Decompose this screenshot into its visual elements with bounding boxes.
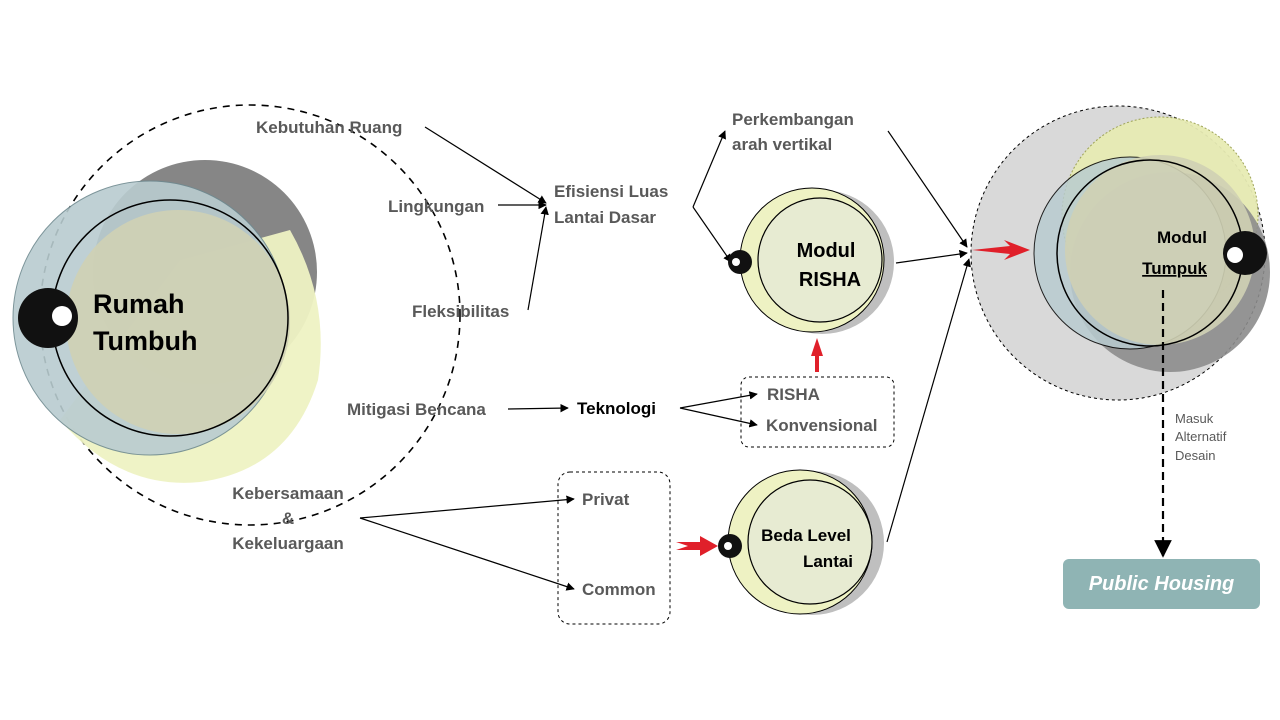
- label-kebersamaan: Kebersamaan: [232, 484, 344, 503]
- modul-risha-inner-circle: [757, 197, 883, 323]
- rumah-tumbuh-eye-outer: [18, 288, 78, 348]
- beda-level-title-line1: Beda Level: [761, 526, 851, 545]
- label-perkembangan-line1: Perkembangan: [732, 110, 854, 129]
- rumah-tumbuh-title-line1: Rumah: [93, 289, 185, 319]
- red-arrow-risha-up: [811, 338, 823, 372]
- arrow-teknologi-to-risha: [679, 391, 758, 409]
- tech-options-box: [740, 376, 895, 448]
- note-line1: Masuk: [1175, 411, 1214, 426]
- space-option-common: Common: [582, 580, 656, 599]
- label-mitigasi-bencana: Mitigasi Bencana: [347, 400, 486, 419]
- label-efisiensi-line2: Lantai Dasar: [554, 208, 656, 227]
- arrow-perkembangan-to-tumpuk: [887, 130, 968, 248]
- note-line3: Desain: [1175, 448, 1215, 463]
- rumah-tumbuh-eye-inner: [52, 306, 72, 326]
- rumah-tumbuh-title-line2: Tumbuh: [93, 326, 197, 356]
- beda-level-eye-inner: [724, 542, 732, 550]
- beda-level-inner-circle: [747, 479, 873, 605]
- arrow-kebutuhan-to-efisiensi: [424, 126, 547, 204]
- rumah-tumbuh-cluster: Rumah Tumbuh: [12, 104, 461, 526]
- label-kekeluargaan: Kekeluargaan: [232, 534, 344, 553]
- modul-tumpuk-eye-outer: [1223, 231, 1267, 275]
- modul-tumpuk-eye-inner: [1227, 247, 1243, 263]
- modul-tumpuk-title-line1: Modul: [1157, 228, 1207, 247]
- arrow-mitigasi-to-teknologi: [507, 403, 569, 413]
- arrow-fleksibilitas-to-efisiensi: [527, 206, 549, 311]
- rumah-tumbuh-olive-circle: [66, 210, 290, 434]
- arrow-beda-level-to-tumpuk: [886, 258, 971, 543]
- space-option-privat: Privat: [582, 490, 630, 509]
- modul-risha-title-line1: Modul: [797, 240, 856, 262]
- space-options-box: [557, 471, 671, 625]
- public-housing-box: Public Housing: [1063, 559, 1260, 609]
- tech-option-risha: RISHA: [767, 385, 820, 404]
- arrow-risha-to-tumpuk: [895, 249, 968, 264]
- arrow-kebersamaan-to-common: [359, 517, 575, 591]
- label-lingkungan: Lingkungan: [388, 197, 484, 216]
- modul-tumpuk-cluster: Modul Tumpuk: [970, 105, 1270, 401]
- arrow-teknologi-to-konvensional: [679, 407, 758, 428]
- beda-level-title-line2: Lantai: [803, 552, 853, 571]
- red-arrow-to-tumpuk: [972, 240, 1030, 260]
- public-housing-label: Public Housing: [1088, 572, 1235, 595]
- arrow-kebersamaan-to-privat: [359, 495, 575, 519]
- label-teknologi: Teknologi: [577, 399, 656, 418]
- label-perkembangan-line2: arah vertikal: [732, 135, 832, 154]
- modul-tumpuk-olive-circle: [1065, 155, 1255, 345]
- beda-level-node: Beda Level Lantai: [718, 469, 884, 615]
- label-ampersand: &: [282, 509, 294, 528]
- modul-tumpuk-title-line2: Tumpuk: [1142, 259, 1207, 278]
- arrow-efisiensi-to-perkembangan: [692, 130, 726, 208]
- tech-option-konvensional: Konvensional: [766, 416, 877, 435]
- modul-risha-node: Modul RISHA: [728, 187, 894, 334]
- red-arrow-to-beda-level: [676, 536, 718, 556]
- label-fleksibilitas: Fleksibilitas: [412, 302, 509, 321]
- note-line2: Alternatif: [1175, 429, 1227, 444]
- modul-risha-title-line2: RISHA: [799, 269, 861, 291]
- modul-risha-eye-inner: [732, 258, 740, 266]
- rumah-tumbuh-dashed-ring: [39, 104, 461, 526]
- label-kebutuhan-ruang: Kebutuhan Ruang: [256, 118, 402, 137]
- arrow-efisiensi-to-modul-risha: [692, 206, 732, 263]
- label-efisiensi-line1: Efisiensi Luas: [554, 182, 668, 201]
